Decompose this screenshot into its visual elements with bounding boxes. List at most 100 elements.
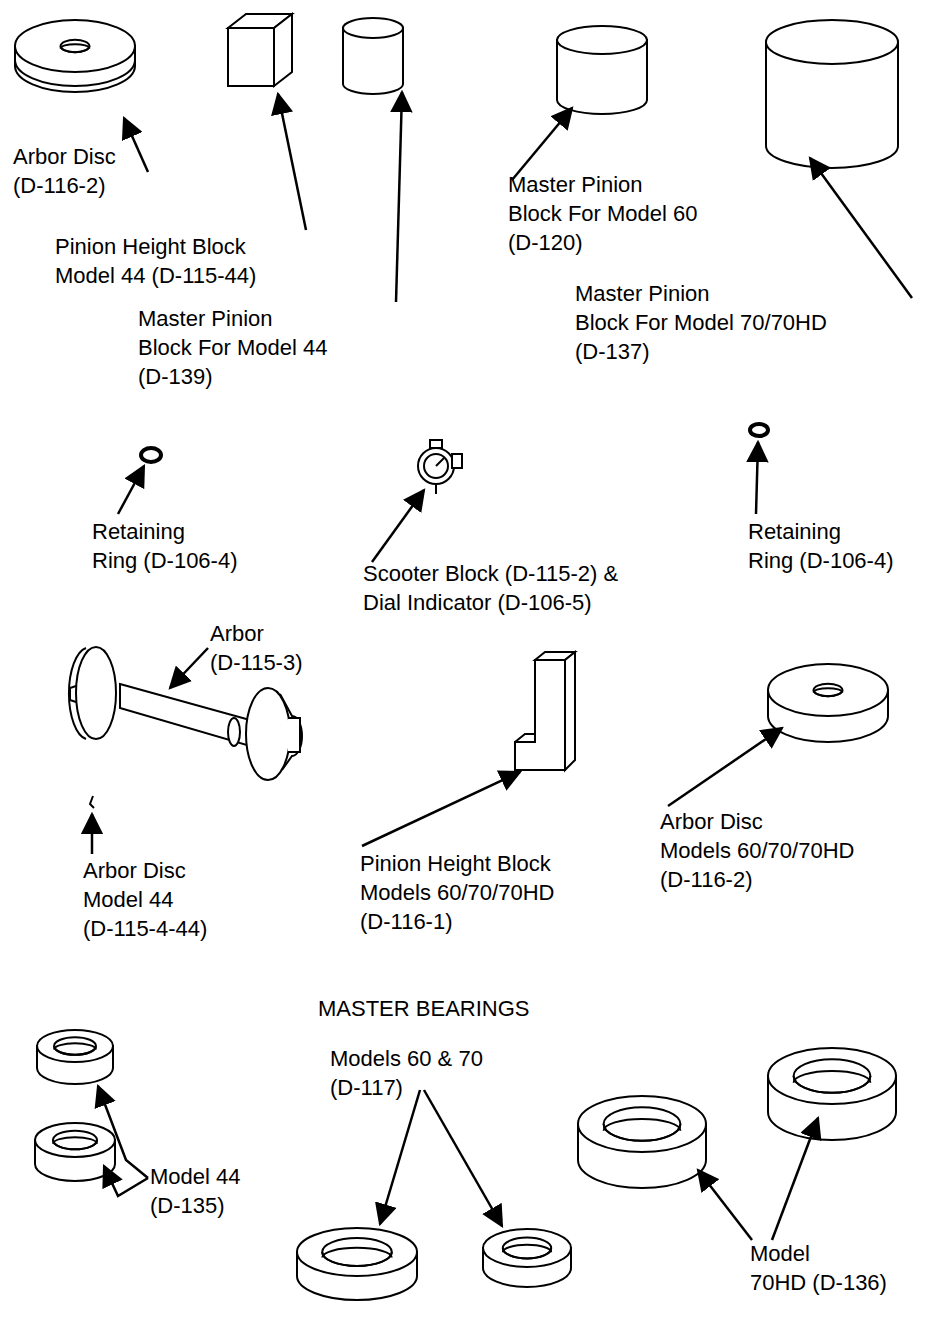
label-line: Arbor Disc xyxy=(660,807,854,836)
arbor-disc xyxy=(814,690,843,696)
master-bearing xyxy=(604,1119,681,1131)
label-line: (D-135) xyxy=(150,1191,241,1220)
label-line: Models 60/70/70HD xyxy=(660,836,854,865)
arbor-disc xyxy=(814,688,843,692)
leader-arrow xyxy=(810,158,912,298)
label-line: Arbor Disc xyxy=(13,142,116,171)
arbor-disc xyxy=(280,694,302,770)
pinion-height-block xyxy=(515,660,565,770)
master-bearing xyxy=(54,1046,96,1055)
label-line: Block For Model 44 xyxy=(138,333,328,362)
dial-indicator xyxy=(430,440,442,448)
arbor-disc xyxy=(15,60,135,92)
label-line: Retaining xyxy=(748,517,894,546)
arbor-disc xyxy=(814,684,843,696)
scooter-block xyxy=(452,454,462,468)
arbor xyxy=(228,718,240,746)
leader-arrow xyxy=(91,814,94,854)
label-line: Retaining xyxy=(92,517,238,546)
leader-arrow xyxy=(772,1118,818,1240)
label-line: Block For Model 60 xyxy=(508,199,698,228)
part-label: Master Pinion Block For Model 60 (D-120) xyxy=(508,170,698,257)
leader-arrow xyxy=(668,728,782,806)
master-bearing xyxy=(297,1228,417,1276)
pinion-height-block xyxy=(565,652,575,770)
label-line: MASTER BEARINGS xyxy=(318,994,529,1023)
dial-indicator xyxy=(418,448,454,484)
leader-arrow xyxy=(512,108,572,180)
label-line: (D-116-2) xyxy=(660,865,854,894)
dial-indicator xyxy=(435,484,437,494)
part-label: Pinion Height Block Model 44 (D-115-44) xyxy=(55,232,256,290)
leader-arrow xyxy=(98,1086,148,1178)
arbor-disc xyxy=(61,44,90,48)
part-label: Model 70HD (D-136) xyxy=(750,1239,887,1297)
label-line: (D-139) xyxy=(138,362,328,391)
part-label: Models 60 & 70 (D-117) xyxy=(330,1044,483,1102)
label-line: Ring (D-106-4) xyxy=(92,546,238,575)
label-line: Scooter Block (D-115-2) & xyxy=(363,559,618,588)
master-pinion-block xyxy=(557,26,647,54)
label-line: 70HD (D-136) xyxy=(750,1268,887,1297)
dial-indicator xyxy=(424,454,448,478)
label-line: (D-115-3) xyxy=(210,648,303,677)
master-bearing xyxy=(604,1124,681,1141)
arbor xyxy=(288,718,300,752)
label-line: Master Pinion xyxy=(508,170,698,199)
label-line: Block For Model 70/70HD xyxy=(575,308,827,337)
leader-arrow xyxy=(170,648,208,688)
label-line: Model xyxy=(750,1239,887,1268)
label-line: (D-116-2) xyxy=(13,171,116,200)
master-bearing xyxy=(37,1030,113,1062)
master-bearing xyxy=(604,1107,681,1141)
label-line: (D-116-1) xyxy=(360,907,554,936)
part-label: Arbor Disc (D-116-2) xyxy=(13,142,116,200)
leader-arrow xyxy=(278,94,306,230)
master-bearing xyxy=(322,1238,392,1266)
label-line: Master Pinion xyxy=(138,304,328,333)
label-line: Arbor Disc xyxy=(83,856,207,885)
label-line: Pinion Height Block xyxy=(360,849,554,878)
leader-arrow xyxy=(756,442,758,514)
label-line: Model 44 xyxy=(83,885,207,914)
master-pinion-block xyxy=(343,18,403,38)
master-bearing xyxy=(53,1137,97,1144)
leader-arrow xyxy=(380,1090,420,1224)
dial-indicator xyxy=(436,458,444,466)
pinion-height-block xyxy=(515,734,535,742)
part-label: Model 44 (D-135) xyxy=(150,1162,241,1220)
part-label: Retaining Ring (D-106-4) xyxy=(92,517,238,575)
leader-arrow xyxy=(104,1166,148,1196)
part-label: Retaining Ring (D-106-4) xyxy=(748,517,894,575)
leader-arrow xyxy=(362,772,520,846)
leader-arrow xyxy=(124,118,148,172)
retaining-ring xyxy=(141,448,161,462)
leader-arrow xyxy=(118,466,144,514)
label-line: Models 60/70/70HD xyxy=(360,878,554,907)
part-label: Arbor (D-115-3) xyxy=(210,619,303,677)
label-line: Arbor xyxy=(210,619,303,648)
master-bearing xyxy=(53,1131,97,1150)
pinion-height-block xyxy=(228,28,274,86)
part-label: Master Pinion Block For Model 70/70HD (D… xyxy=(575,279,827,366)
master-bearing xyxy=(35,1123,115,1157)
label-line: (D-115-4-44) xyxy=(83,914,207,943)
master-bearing xyxy=(53,1140,97,1149)
master-bearing xyxy=(578,1096,706,1152)
part-label: Pinion Height Block Models 60/70/70HD (D… xyxy=(360,849,554,936)
leader-arrow xyxy=(698,1170,752,1240)
leader-arrow xyxy=(424,1090,502,1226)
master-bearing xyxy=(503,1245,551,1252)
part-label: Scooter Block (D-115-2) & Dial Indicator… xyxy=(363,559,618,617)
master-pinion-block xyxy=(766,20,898,64)
master-bearing xyxy=(483,1229,571,1267)
arbor-disc xyxy=(69,648,86,739)
master-bearing xyxy=(322,1248,392,1258)
part-label: Master Pinion Block For Model 44 (D-139) xyxy=(138,304,328,391)
label-line: Pinion Height Block xyxy=(55,232,256,261)
master-bearing xyxy=(794,1076,871,1093)
label-line: Ring (D-106-4) xyxy=(748,546,894,575)
arbor-disc xyxy=(61,46,90,52)
master-bearing xyxy=(794,1071,871,1083)
arbor-disc xyxy=(76,647,116,739)
